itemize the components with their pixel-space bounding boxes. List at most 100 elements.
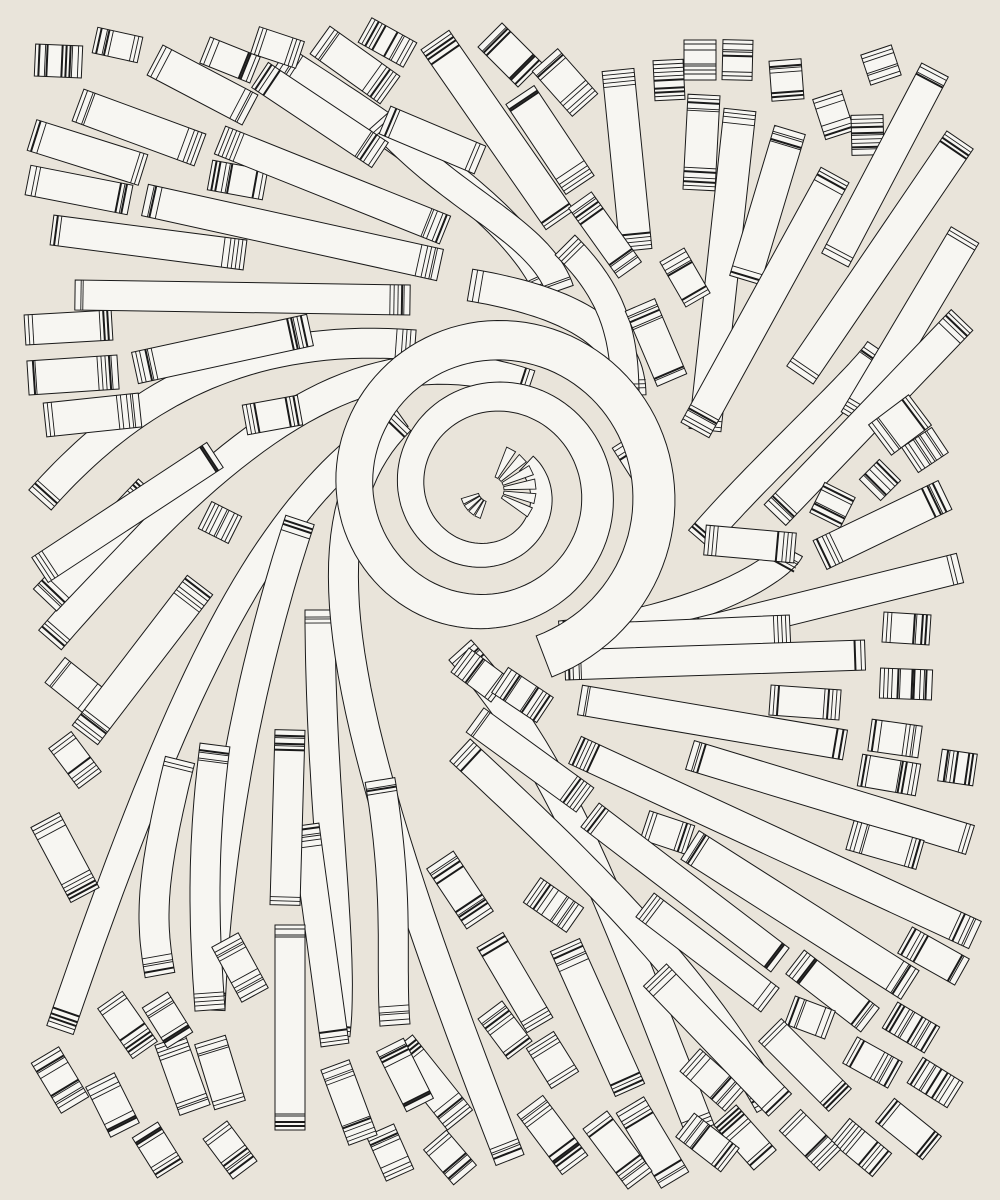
- central-coil: [335, 319, 676, 678]
- paper-strip: [42, 392, 143, 438]
- paper-strip: [26, 354, 120, 396]
- paper-strip: [375, 1037, 435, 1113]
- paper-strip: [768, 58, 805, 102]
- paper-strip: [642, 963, 793, 1117]
- paper-strip: [635, 892, 780, 1013]
- paper-strip: [211, 932, 269, 1003]
- paper-strip: [525, 1030, 580, 1090]
- paper-strip: [422, 1129, 478, 1186]
- paper-strip: [867, 394, 933, 456]
- paper-strip: [146, 44, 259, 126]
- paper-strip: [26, 119, 149, 186]
- paper-strip: [141, 183, 444, 282]
- paper-strip: [531, 47, 599, 118]
- curved-paper-strip: [138, 755, 196, 979]
- paper-strip: [197, 500, 243, 545]
- paper-strip: [23, 309, 114, 346]
- paper-strip: [901, 426, 949, 474]
- paper-strip: [74, 279, 411, 316]
- paper-strip: [91, 26, 144, 64]
- paper-strip: [580, 802, 790, 973]
- paper-strip: [683, 39, 717, 81]
- paper-strip: [675, 1112, 740, 1173]
- paper-strip: [505, 84, 595, 196]
- paper-strip: [31, 441, 224, 584]
- paper-strip: [491, 666, 554, 724]
- paper-strip: [320, 1059, 378, 1146]
- paper-strip: [269, 729, 306, 906]
- paper-strip: [842, 1036, 903, 1089]
- paper-strip: [476, 931, 554, 1034]
- paper-strip: [703, 524, 797, 564]
- paper-strip: [812, 479, 953, 571]
- paper-strip: [567, 191, 643, 279]
- paper-strip: [241, 394, 304, 436]
- paper-strip: [24, 164, 134, 216]
- paper-strip: [874, 1097, 943, 1161]
- paper-strip: [49, 214, 248, 271]
- paper-strip: [784, 995, 836, 1040]
- paper-strip: [522, 877, 585, 933]
- paper-strip: [763, 308, 974, 527]
- paper-strip: [881, 611, 932, 646]
- paper-strip: [729, 124, 806, 286]
- paper-strip: [249, 26, 306, 69]
- paper-strip: [881, 1001, 941, 1054]
- paper-strip: [937, 748, 978, 787]
- paper-strip: [568, 735, 982, 950]
- paper-strip: [48, 730, 102, 790]
- paper-strip: [71, 574, 214, 746]
- paper-strip: [867, 718, 923, 759]
- paper-strip: [778, 1108, 842, 1172]
- paper-strip: [850, 114, 885, 156]
- paper-strip: [85, 1072, 140, 1138]
- paper-strip: [30, 1046, 90, 1114]
- paper-strip: [757, 1017, 853, 1113]
- paper-strip: [768, 684, 842, 721]
- paper-strip: [202, 1120, 258, 1180]
- paper-strip: [194, 1034, 246, 1111]
- paper-strip: [131, 1121, 184, 1179]
- paper-strip: [680, 166, 850, 439]
- spiral-coil: [335, 319, 676, 678]
- paper-strip: [829, 1117, 893, 1178]
- straight-strips: [23, 17, 982, 1190]
- paper-strip: [71, 88, 207, 167]
- paper-strip: [639, 810, 696, 855]
- paper-strip: [274, 924, 306, 1131]
- paper-strip: [582, 1110, 653, 1190]
- paper-strip: [659, 247, 711, 308]
- paper-strip: [131, 313, 314, 385]
- paper-strip: [378, 105, 487, 175]
- paper-strip: [213, 125, 452, 245]
- paper-strip: [860, 44, 902, 86]
- curved-paper-strip: [368, 109, 574, 296]
- paper-strip: [426, 850, 494, 930]
- paper-strip: [680, 830, 920, 1000]
- paper-strip: [809, 481, 856, 529]
- paper-strip: [549, 937, 646, 1098]
- paper-strip: [309, 25, 401, 105]
- paper-strip: [97, 990, 158, 1060]
- paper-strip: [856, 753, 922, 797]
- paper-strip: [878, 667, 934, 701]
- paper-strip: [365, 1123, 415, 1182]
- paper-strip: [652, 58, 686, 102]
- paper-strip: [785, 949, 880, 1033]
- paper-strip: [357, 17, 418, 68]
- paper-strip: [713, 1104, 777, 1171]
- paper-strip: [477, 1000, 533, 1060]
- paper-strip: [477, 22, 543, 88]
- paper-strip: [30, 811, 100, 904]
- paper-strip: [251, 61, 389, 169]
- paper-strip: [615, 1096, 690, 1189]
- paper-strip: [141, 991, 194, 1049]
- paper-strip: [33, 43, 84, 79]
- paper-strip: [721, 39, 754, 81]
- paper-strip: [786, 130, 974, 385]
- paper-strip: [821, 62, 949, 268]
- paper-strip: [858, 458, 902, 502]
- paper-strip: [845, 819, 925, 871]
- paper-strip: [682, 93, 721, 192]
